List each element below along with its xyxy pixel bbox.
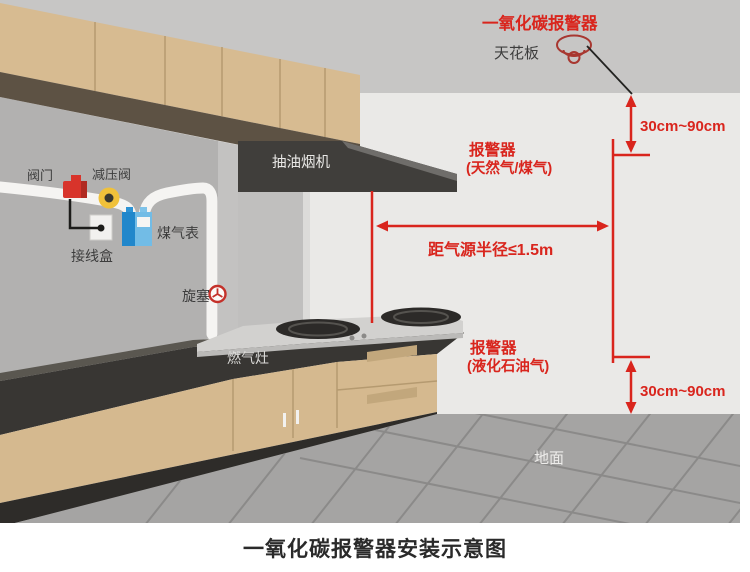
meter-inlet bbox=[126, 207, 133, 213]
base-cabinet-seams bbox=[232, 362, 438, 451]
stove-knob bbox=[349, 335, 355, 341]
bottom-arrow-head-down bbox=[625, 402, 637, 414]
radius-arrow bbox=[376, 220, 609, 232]
valve-cap bbox=[71, 175, 81, 182]
drawer-handle bbox=[367, 345, 417, 362]
alarm-lpg-label-line1: 报警器 bbox=[470, 338, 517, 357]
upper-cabinets bbox=[0, 3, 360, 144]
radius-arrow-head-left bbox=[376, 220, 388, 232]
junction-wire bbox=[68, 199, 99, 230]
diagram-caption: 一氧化碳报警器安装示意图 bbox=[243, 537, 507, 561]
cabinet-door-handle bbox=[296, 410, 299, 424]
valve-label: 阀门 bbox=[27, 168, 53, 183]
cabinet-kick bbox=[0, 412, 437, 523]
stove-knob bbox=[361, 333, 367, 339]
plug-valve-spokes bbox=[212, 288, 223, 298]
alarm-natural-gas-label-line2: (天然气/煤气) bbox=[466, 159, 552, 177]
stove-burner-left-ring bbox=[288, 321, 348, 337]
bottom-arrow-head-up bbox=[625, 360, 637, 372]
corner-wall-column bbox=[238, 145, 308, 334]
drawer-handle bbox=[367, 387, 417, 404]
meter-outlet bbox=[140, 207, 147, 213]
kitchen-illustration: 阀门 减压阀 接线盒 煤气表 旋塞 抽油烟机 燃气灶 地面 天花板 bbox=[0, 0, 740, 523]
upper-cabinet-seams bbox=[94, 22, 326, 137]
co-alarm-icon bbox=[556, 34, 592, 64]
stove-front bbox=[197, 333, 463, 357]
alarm-dome-middle bbox=[562, 49, 586, 57]
range-hood bbox=[238, 141, 457, 192]
range-hood-top bbox=[342, 141, 457, 181]
countertop bbox=[0, 333, 464, 435]
meter-body-dark bbox=[122, 212, 135, 246]
floor bbox=[15, 414, 740, 523]
co-alarm-title: 一氧化碳报警器 bbox=[482, 13, 598, 33]
cabinet-door-handle bbox=[283, 413, 286, 427]
base-cabinets bbox=[0, 354, 437, 503]
gas-pipe-riser bbox=[138, 182, 218, 340]
junction-box-label: 接线盒 bbox=[71, 248, 113, 264]
meter-display bbox=[137, 217, 150, 227]
corner-wall-edge bbox=[303, 158, 310, 327]
alarm-pointer-line bbox=[586, 45, 633, 95]
plug-valve-label: 旋塞 bbox=[182, 288, 210, 304]
pressure-regulator-icon bbox=[98, 187, 120, 209]
corner-wall bbox=[218, 141, 238, 337]
valve-shadow bbox=[81, 181, 87, 198]
top-distance-label: 30cm~90cm bbox=[640, 118, 726, 135]
top-arrow-head-up bbox=[625, 95, 637, 107]
gas-meter bbox=[122, 207, 152, 246]
valve-icon bbox=[63, 175, 87, 198]
alarm-natural-gas-label-line1: 报警器 bbox=[469, 140, 516, 159]
range-hood-label: 抽油烟机 bbox=[272, 154, 330, 171]
alarm-lpg-label-line2: (液化石油气) bbox=[467, 357, 549, 375]
floor-label: 地面 bbox=[534, 450, 564, 467]
gas-stove-label: 燃气灶 bbox=[227, 350, 269, 366]
radius-label: 距气源半径≤1.5m bbox=[428, 240, 553, 259]
top-distance-arrow bbox=[625, 95, 637, 153]
alarm-dome-center bbox=[567, 51, 581, 64]
wire-end-dot bbox=[97, 224, 105, 232]
plug-valve-icon bbox=[208, 284, 227, 304]
radius-arrow-head-right bbox=[597, 220, 609, 232]
gas-stove bbox=[197, 307, 463, 357]
alarm-dome-outer bbox=[556, 34, 592, 56]
bottom-distance-arrow bbox=[625, 360, 637, 414]
stove-burner-right-ring bbox=[393, 310, 449, 324]
ceiling-label: 天花板 bbox=[494, 44, 539, 62]
regulator-center bbox=[104, 193, 114, 203]
bottom-distance-label: 30cm~90cm bbox=[640, 383, 726, 400]
gas-meter-label: 煤气表 bbox=[157, 225, 199, 241]
top-arrow-head-down bbox=[625, 141, 637, 153]
pressure-regulator-label: 减压阀 bbox=[92, 167, 131, 182]
